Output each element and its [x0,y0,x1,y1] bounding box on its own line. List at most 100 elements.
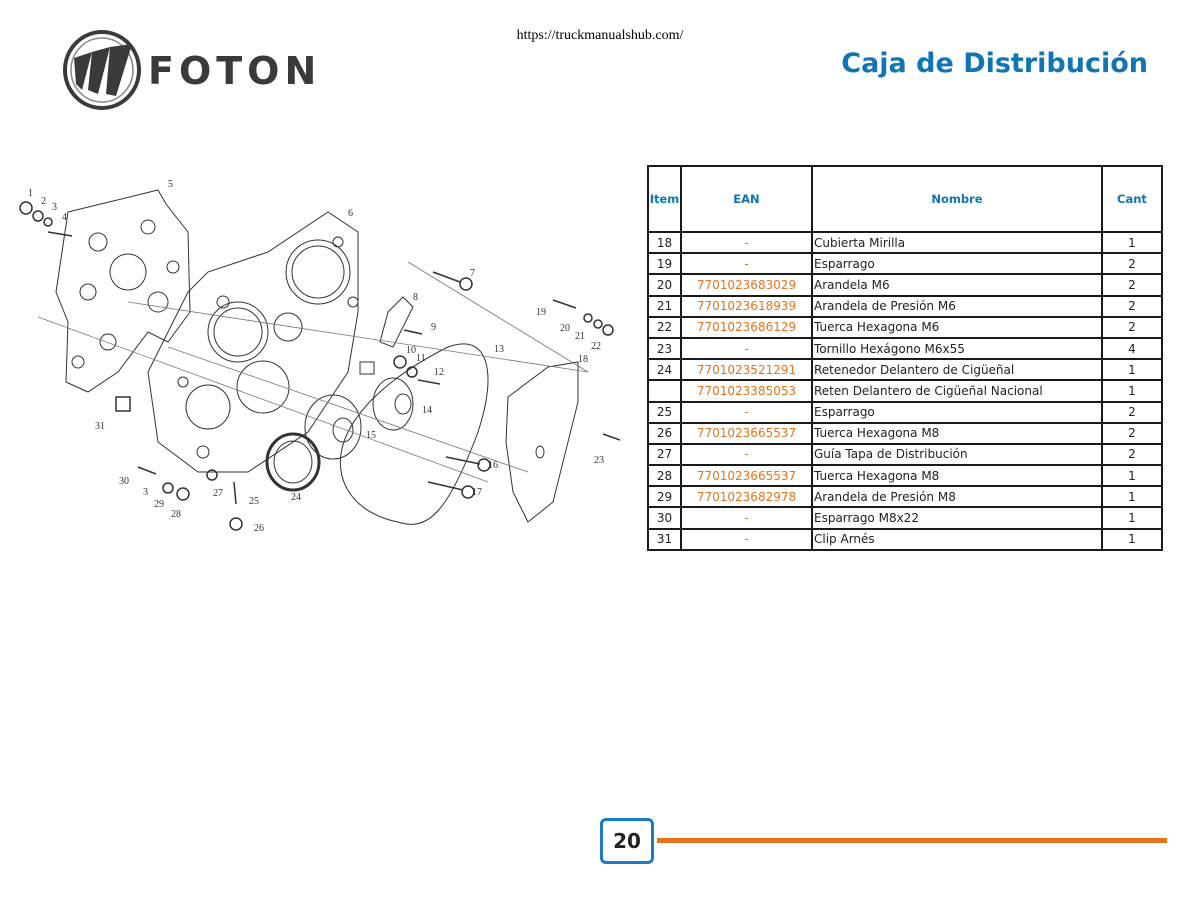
callout-16: 16 [488,460,498,471]
callout-30: 30 [119,476,129,487]
callout-24: 24 [291,492,301,503]
callout-21: 21 [575,331,585,342]
cell-qty: 2 [1101,315,1163,339]
callout-14: 14 [422,405,432,416]
cell-qty: 1 [1101,358,1163,382]
cell-ean: 7701023686129 [680,315,813,339]
cell-name: Esparrago [811,400,1103,424]
callout-5: 5 [168,179,173,190]
callout-8: 8 [413,292,418,303]
callout-18: 18 [578,354,588,365]
cell-ean: - [680,527,813,551]
timing-belt-drawing [339,343,489,525]
callout-31: 31 [95,421,105,432]
callout-19: 19 [536,307,546,318]
cell-qty: 1 [1101,464,1163,488]
page-number: 20 [600,818,654,864]
cell-ean: 7701023521291 [680,358,813,382]
cell-name: Tuerca Hexagona M8 [811,464,1103,488]
cell-ean: 7701023665537 [680,464,813,488]
cell-ean: 7701023385053 [680,379,813,403]
tensioner-bracket-drawing [379,296,414,348]
parts-table: Item EAN Nombre Cant 18-Cubierta Mirilla… [647,165,1163,551]
cell-item: 28 [647,464,682,488]
callout-15: 15 [366,430,376,441]
cell-ean: 7701023682978 [680,485,813,509]
cell-qty: 2 [1101,252,1163,276]
cell-qty: 2 [1101,421,1163,445]
callout-22: 22 [591,341,601,352]
callout-3-lower: 3 [143,487,148,498]
cell-name: Cubierta Mirilla [811,230,1103,255]
callout-2: 2 [41,196,46,207]
cell-ean: - [680,506,813,530]
cell-qty: 2 [1101,294,1163,318]
callout-13: 13 [494,344,504,355]
cell-name: Tuerca Hexagona M6 [811,315,1103,339]
cell-item: 27 [647,442,682,467]
timing-housing-drawing [147,211,359,473]
foton-logo: FOTON [63,30,316,110]
cell-item: 31 [647,527,682,551]
cell-item: 23 [647,336,682,361]
callout-3: 3 [52,202,57,213]
callout-29: 29 [154,499,164,510]
cell-ean: 7701023665537 [680,421,813,445]
cell-name: Tornillo Hexágono M6x55 [811,336,1103,361]
cell-item: 26 [647,421,682,445]
callout-26: 26 [254,523,264,534]
cell-name: Reten Delantero de Cigüeñal Nacional [811,379,1103,403]
cell-qty: 2 [1101,400,1163,424]
cell-item [647,379,682,403]
foton-emblem-icon [63,30,141,110]
header-name: Nombre [811,165,1103,233]
cell-qty: 2 [1101,273,1163,297]
exploded-parts-diagram: 1 2 3 4 5 6 7 8 9 10 11 12 13 14 15 16 1… [19,179,620,534]
callout-1: 1 [28,188,33,199]
cell-item: 30 [647,506,682,530]
cell-qty: 1 [1101,506,1163,530]
cell-ean: - [680,336,813,361]
callout-20: 20 [560,323,570,334]
cell-name: Arandela M6 [811,273,1103,297]
cell-item: 20 [647,273,682,297]
cell-qty: 1 [1101,230,1163,255]
callout-28: 28 [171,509,181,520]
cell-qty: 2 [1101,442,1163,467]
cell-item: 22 [647,315,682,339]
source-url: https://truckmanualshub.com/ [516,28,684,43]
cell-name: Arandela de Presión M6 [811,294,1103,318]
header-qty: Cant [1101,165,1163,233]
cell-item: 29 [647,485,682,509]
cell-qty: 1 [1101,379,1163,403]
cell-item: 21 [647,294,682,318]
cell-ean: - [680,442,813,467]
callout-7: 7 [470,268,475,279]
cell-name: Guía Tapa de Distribución [811,442,1103,467]
cell-ean: 7701023618939 [680,294,813,318]
callout-23: 23 [594,455,604,466]
cell-name: Retenedor Delantero de Cigüeñal [811,358,1103,382]
cell-name: Clip Arnés [811,527,1103,551]
cell-item: 25 [647,400,682,424]
table-header-row: Item EAN Nombre Cant [647,165,1163,233]
cell-name: Esparrago M8x22 [811,506,1103,530]
callout-4: 4 [62,212,67,223]
footer-rule [657,838,1167,843]
cell-name: Esparrago [811,252,1103,276]
cell-ean: - [680,230,813,255]
cell-name: Arandela de Presión M8 [811,485,1103,509]
header-ean: EAN [680,165,813,233]
